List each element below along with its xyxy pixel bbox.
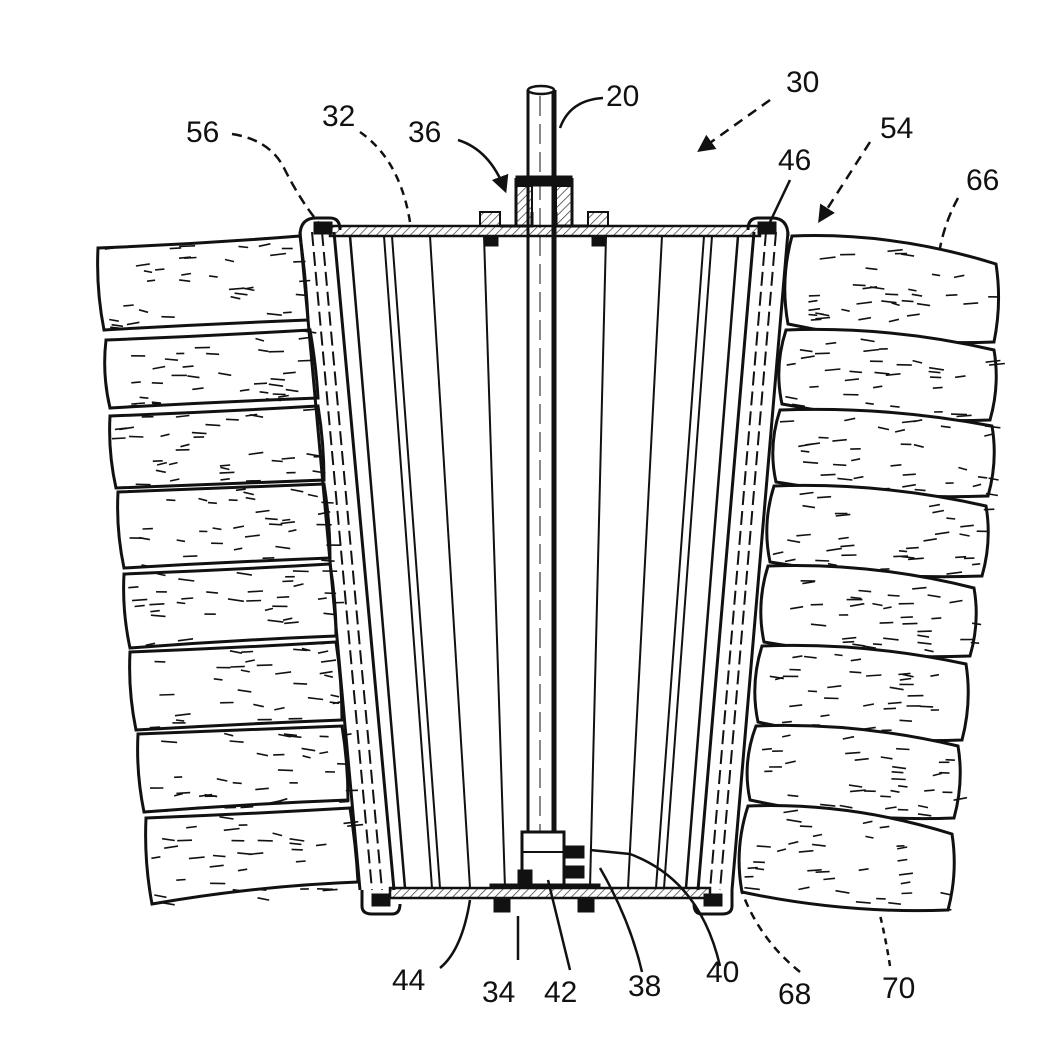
label-46: 46 (778, 144, 811, 177)
label-30: 30 (786, 66, 819, 99)
label-56: 56 (186, 116, 219, 149)
left-bristle-pad (98, 236, 311, 330)
label-44: 44 (392, 964, 425, 997)
label-32: 32 (322, 100, 355, 133)
right-bristle-pad (761, 565, 981, 656)
label-70: 70 (882, 972, 915, 1005)
left-bristle-pad (146, 808, 364, 905)
left-bristle-pads (98, 236, 364, 905)
right-bristle-pad (767, 485, 995, 576)
label-54: 54 (880, 112, 913, 145)
label-34: 34 (482, 976, 515, 1009)
label-68: 68 (778, 978, 811, 1011)
label-20: 20 (606, 80, 639, 113)
left-bristle-pad (105, 330, 318, 408)
left-bristle-pad (124, 564, 345, 648)
label-40: 40 (706, 956, 739, 989)
label-36: 36 (408, 116, 441, 149)
label-38: 38 (628, 970, 661, 1003)
left-bristle-pad (118, 484, 342, 568)
right-bristle-pad (785, 236, 999, 343)
left-bristle-pad (138, 726, 358, 812)
left-bristle-pad (110, 406, 326, 488)
drum-housing (300, 86, 788, 914)
right-bristle-pad (739, 806, 954, 911)
label-66: 66 (966, 164, 999, 197)
label-42: 42 (544, 976, 577, 1009)
right-bristle-pad (773, 409, 1001, 496)
left-bristle-pad (130, 642, 343, 730)
